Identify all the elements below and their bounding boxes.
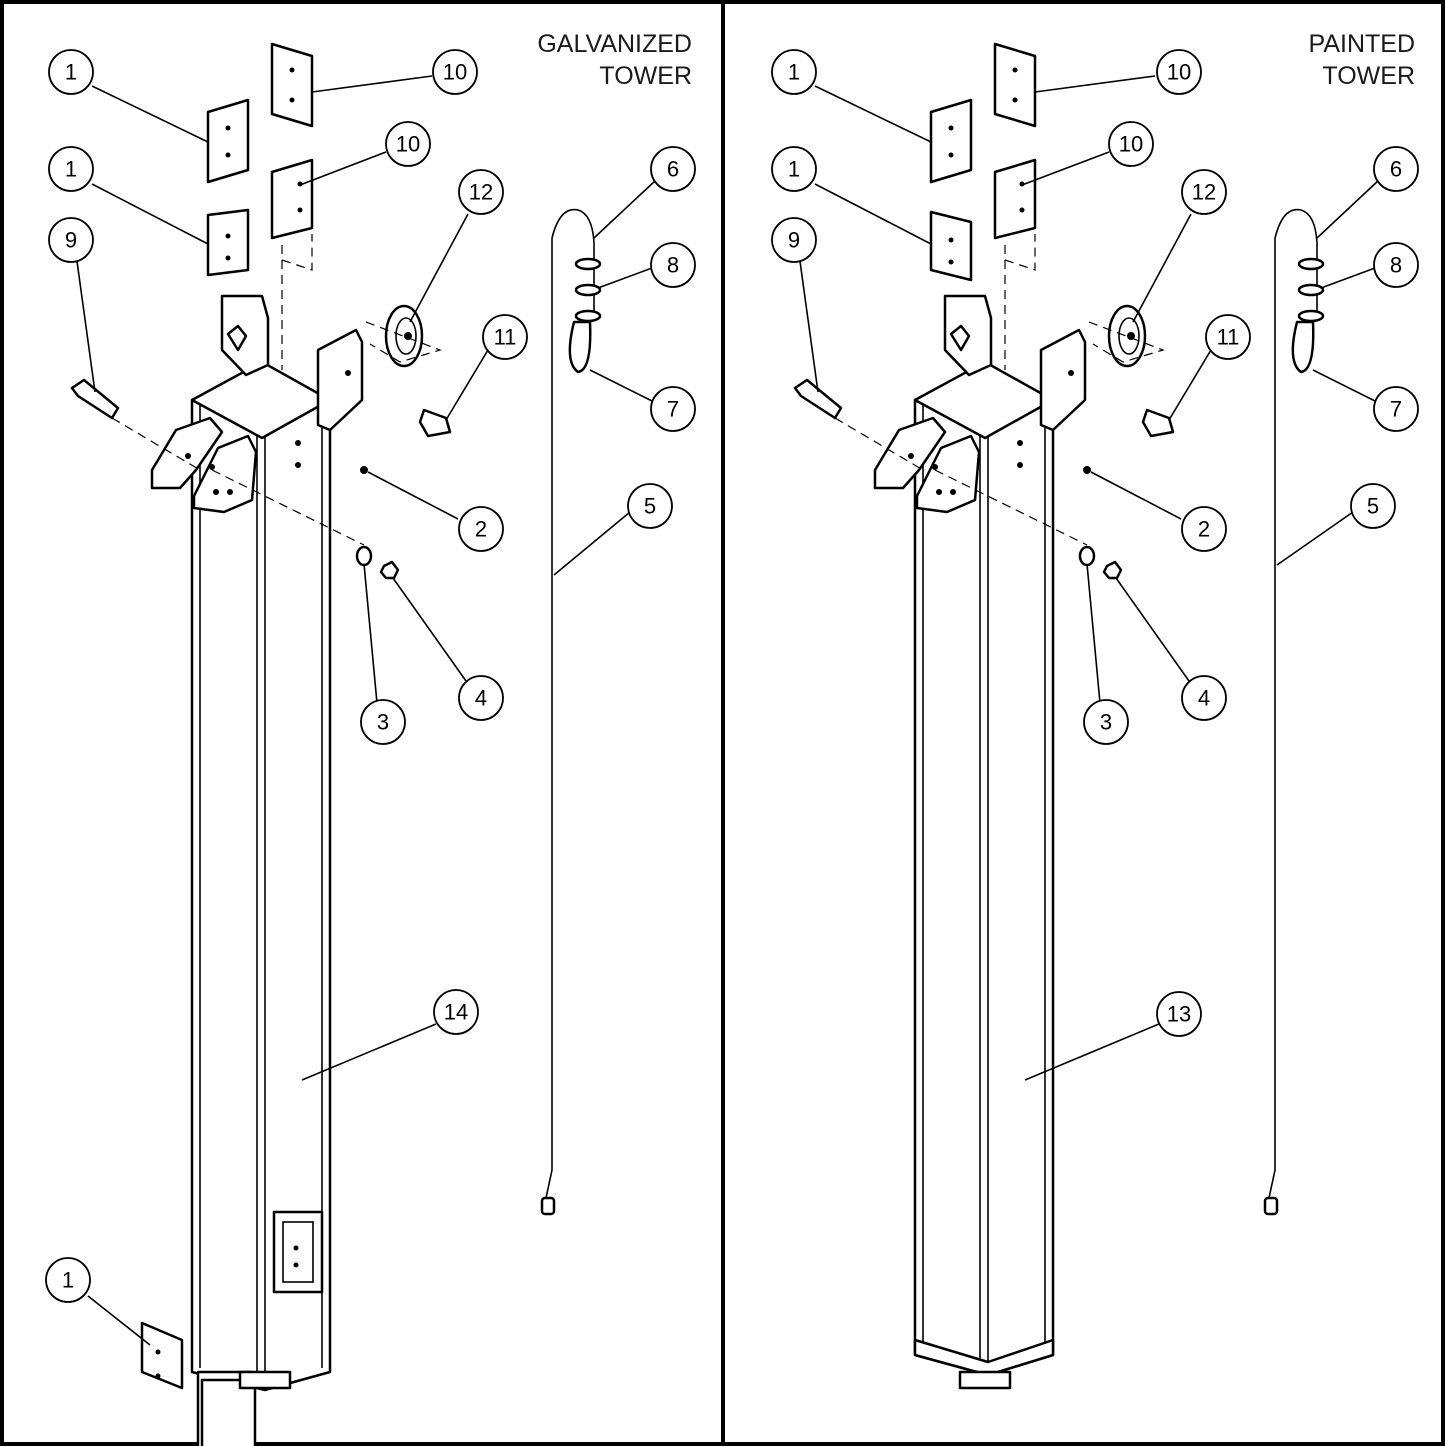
svg-text:1: 1 bbox=[788, 157, 800, 182]
callout-balloon: 1 bbox=[771, 146, 817, 192]
svg-text:1: 1 bbox=[62, 1268, 74, 1293]
svg-text:1: 1 bbox=[65, 157, 77, 182]
tower-column bbox=[190, 366, 332, 1446]
wear-pads bbox=[929, 42, 1037, 370]
svg-text:5: 5 bbox=[644, 494, 656, 519]
callout-balloons: 1 1 9 10 10 12 11 2 3 4 5 6 7 8 13 bbox=[771, 49, 1419, 1037]
svg-text:10: 10 bbox=[396, 132, 420, 157]
panel-title-line1: PAINTED bbox=[1309, 30, 1416, 58]
callout-balloon: 1 bbox=[48, 146, 94, 192]
panel-title-line1: GALVANIZED bbox=[537, 30, 692, 58]
callout-balloon: 9 bbox=[48, 217, 94, 263]
tower-column bbox=[913, 366, 1055, 1390]
callout-balloon: 6 bbox=[1373, 146, 1419, 192]
callout-balloon: 11 bbox=[482, 314, 528, 360]
callout-balloon: 10 bbox=[432, 49, 478, 95]
svg-text:9: 9 bbox=[65, 228, 77, 253]
callout-balloon: 9 bbox=[771, 217, 817, 263]
svg-text:10: 10 bbox=[443, 60, 467, 85]
callout-balloon: 4 bbox=[458, 675, 504, 721]
panel-title-line2: TOWER bbox=[599, 62, 692, 90]
svg-text:12: 12 bbox=[469, 180, 493, 205]
svg-text:7: 7 bbox=[667, 397, 679, 422]
hardware bbox=[70, 378, 400, 580]
callout-balloon: 10 bbox=[1108, 121, 1154, 167]
svg-text:4: 4 bbox=[475, 686, 487, 711]
svg-text:2: 2 bbox=[475, 517, 487, 542]
svg-text:3: 3 bbox=[377, 710, 389, 735]
leader-lines bbox=[75, 75, 657, 1346]
callout-balloon: 5 bbox=[1350, 483, 1396, 529]
svg-text:1: 1 bbox=[788, 60, 800, 85]
callout-balloon: 3 bbox=[360, 699, 406, 745]
svg-text:6: 6 bbox=[667, 157, 679, 182]
svg-text:8: 8 bbox=[1390, 253, 1402, 278]
svg-text:10: 10 bbox=[1167, 60, 1191, 85]
callout-balloon: 5 bbox=[627, 483, 673, 529]
svg-text:2: 2 bbox=[1198, 517, 1210, 542]
callout-balloons: 1 1 1 9 10 10 12 11 2 3 4 5 6 7 8 14 bbox=[45, 49, 696, 1303]
leader-lines bbox=[798, 75, 1380, 1081]
svg-text:11: 11 bbox=[1217, 325, 1240, 350]
callout-balloon: 10 bbox=[1156, 49, 1202, 95]
callout-balloon: 8 bbox=[650, 242, 696, 288]
hardware bbox=[793, 378, 1123, 580]
cable-assembly bbox=[1263, 208, 1325, 1216]
sheave bbox=[1088, 304, 1175, 438]
svg-text:8: 8 bbox=[667, 253, 679, 278]
callout-balloon: 13 bbox=[1156, 991, 1202, 1037]
callout-balloon: 11 bbox=[1205, 314, 1251, 360]
svg-text:13: 13 bbox=[1167, 1002, 1191, 1027]
svg-text:1: 1 bbox=[65, 60, 77, 85]
sheave bbox=[365, 304, 452, 438]
callout-balloon: 1 bbox=[771, 49, 817, 95]
svg-text:3: 3 bbox=[1100, 710, 1112, 735]
callout-balloon: 7 bbox=[1373, 386, 1419, 432]
callout-balloon: 12 bbox=[458, 169, 504, 215]
tower-top-cap bbox=[150, 294, 364, 514]
svg-text:11: 11 bbox=[494, 325, 517, 350]
panel-galvanized: GALVANIZED TOWER bbox=[45, 30, 696, 1446]
svg-text:6: 6 bbox=[1390, 157, 1402, 182]
callout-balloon: 2 bbox=[1181, 506, 1227, 552]
svg-text:14: 14 bbox=[444, 1000, 468, 1025]
panel-painted: PAINTED TOWER bbox=[771, 30, 1419, 1390]
callout-balloon: 3 bbox=[1083, 699, 1129, 745]
callout-balloon: 10 bbox=[385, 121, 431, 167]
svg-text:10: 10 bbox=[1119, 132, 1143, 157]
svg-text:7: 7 bbox=[1390, 397, 1402, 422]
callout-balloon: 1 bbox=[45, 1257, 91, 1303]
callout-balloon: 7 bbox=[650, 386, 696, 432]
callout-balloon: 12 bbox=[1181, 169, 1227, 215]
callout-balloon: 4 bbox=[1181, 675, 1227, 721]
tower-top-cap bbox=[873, 294, 1087, 514]
svg-text:4: 4 bbox=[1198, 686, 1210, 711]
svg-text:12: 12 bbox=[1192, 180, 1216, 205]
callout-balloon: 1 bbox=[48, 49, 94, 95]
callout-balloon: 6 bbox=[650, 146, 696, 192]
wear-pads bbox=[140, 42, 314, 1390]
cable-assembly bbox=[540, 208, 602, 1216]
callout-balloon: 14 bbox=[433, 989, 479, 1035]
callout-balloon: 2 bbox=[458, 506, 504, 552]
panel-title-line2: TOWER bbox=[1322, 62, 1415, 90]
svg-text:5: 5 bbox=[1367, 494, 1379, 519]
svg-text:9: 9 bbox=[788, 228, 800, 253]
callout-balloon: 8 bbox=[1373, 242, 1419, 288]
